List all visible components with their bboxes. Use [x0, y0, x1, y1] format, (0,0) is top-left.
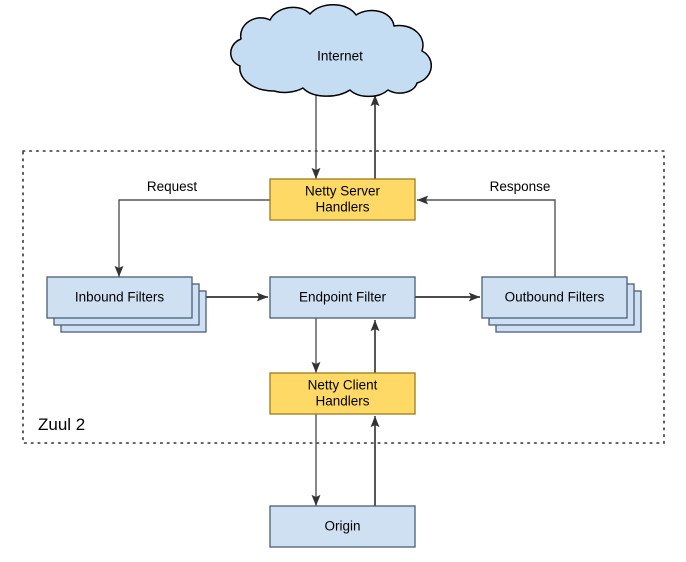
- node-netty-client-handlers[interactable]: Netty Client Handlers: [269, 372, 416, 415]
- node-inbound-filters[interactable]: Inbound Filters: [46, 276, 207, 333]
- edge-label-request: Request: [147, 179, 198, 194]
- node-outbound-filters[interactable]: Outbound Filters: [481, 276, 642, 333]
- edge-outbound-filters-to-netty-server: [417, 195, 556, 277]
- node-label-outbound-filters: Outbound Filters: [505, 290, 605, 305]
- outbound-filters-stack-front: [481, 276, 628, 319]
- node-origin[interactable]: Origin: [269, 505, 416, 548]
- node-label-origin: Origin: [324, 519, 360, 534]
- netty-server-handlers-box: [269, 178, 416, 221]
- edge-netty-server-to-inbound-filters: [114, 199, 270, 277]
- zuul-zone-boundary: [22, 150, 665, 444]
- netty-client-handlers-box: [269, 372, 416, 415]
- node-endpoint-filter[interactable]: Endpoint Filter: [269, 276, 416, 319]
- node-netty-server-handlers[interactable]: Netty Server Handlers: [269, 178, 416, 221]
- node-internet[interactable]: Internet: [230, 4, 432, 98]
- inbound-filters-stack-front: [46, 276, 193, 319]
- node-label-endpoint-filter: Endpoint Filter: [299, 290, 387, 305]
- node-label-netty-server-handlers-line2: Handlers: [315, 200, 369, 215]
- node-label-inbound-filters: Inbound Filters: [75, 290, 165, 305]
- node-label-netty-client-handlers-line1: Netty Client: [308, 378, 378, 393]
- edge-label-response: Response: [490, 179, 551, 194]
- zuul-zone-label: Zuul 2: [38, 415, 85, 434]
- origin-box: [269, 505, 416, 548]
- cloud-shape: [230, 4, 432, 98]
- node-label-netty-client-handlers-line2: Handlers: [315, 394, 369, 409]
- node-label-netty-server-handlers-line1: Netty Server: [305, 184, 381, 199]
- endpoint-filter-box: [269, 276, 416, 319]
- node-label-internet: Internet: [317, 49, 363, 64]
